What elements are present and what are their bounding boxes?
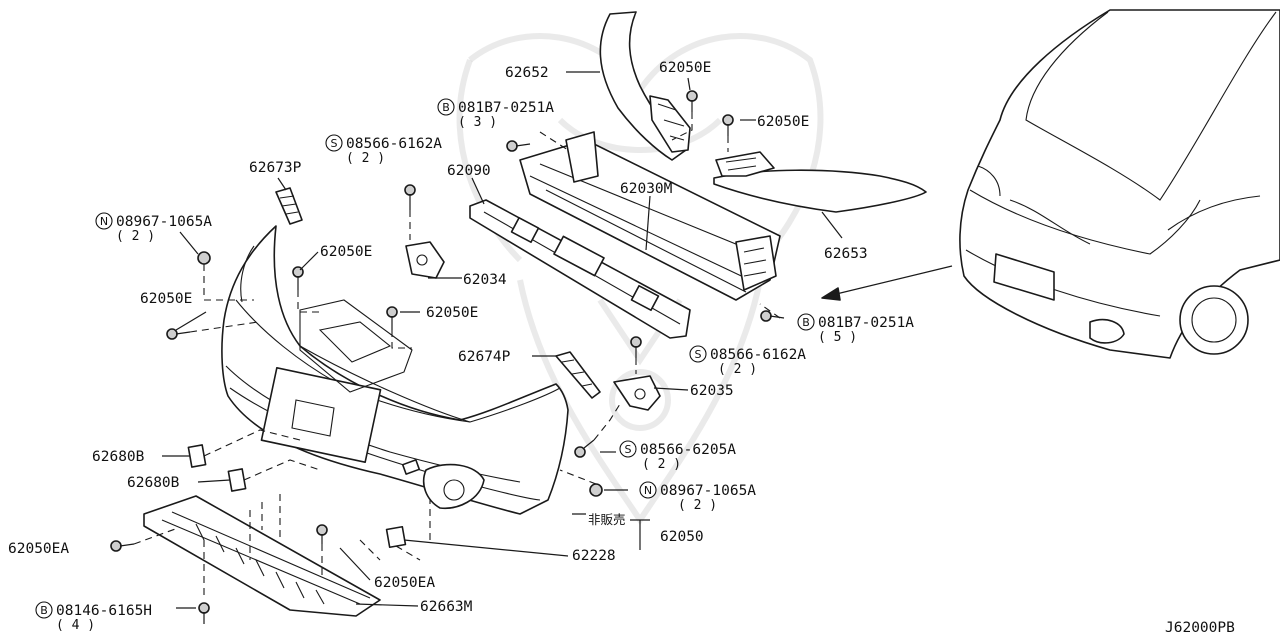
under-cover-62663M <box>143 495 381 617</box>
part-labels: 62652 62050E 62050E 081B7-0251A ( 3 ) 08… <box>8 60 1235 636</box>
part-label-08967-1065A: 08967-1065A <box>660 483 756 499</box>
front-bumper-fascia <box>221 225 569 515</box>
bolt-prefix-symbol: B <box>802 316 810 329</box>
quantity-label: ( 2 ) <box>718 362 757 377</box>
part-label-62680B: 62680B <box>127 475 180 491</box>
nut-prefix-symbol: N <box>644 484 652 497</box>
part-label-62035: 62035 <box>690 383 734 399</box>
bracket-62035 <box>613 375 661 411</box>
quantity-label: ( 5 ) <box>818 330 857 345</box>
part-label-081B7-0251A: 081B7-0251A <box>458 100 554 116</box>
cover-62228 <box>385 525 407 549</box>
assembly-guides <box>133 112 781 600</box>
part-label-62090: 62090 <box>447 163 491 179</box>
not-for-sale-label: 非販売 <box>588 512 626 527</box>
upper-trim-62652 <box>599 11 691 161</box>
part-label-62050E: 62050E <box>140 291 192 307</box>
part-label-62030M: 62030M <box>620 181 673 197</box>
clip-62680B-a <box>187 444 207 468</box>
quantity-label: ( 2 ) <box>678 498 717 513</box>
part-label-08566-6205A: 08566-6205A <box>640 442 736 458</box>
part-label-62674P: 62674P <box>458 349 511 365</box>
part-label-62653: 62653 <box>824 246 868 262</box>
part-label-081B7-0251A: 081B7-0251A <box>818 315 914 331</box>
quantity-label: ( 2 ) <box>116 229 155 244</box>
fasteners <box>110 90 785 624</box>
grille-62674P <box>555 351 601 399</box>
grille-62673P <box>275 187 303 225</box>
energy-absorber-62090 <box>469 199 691 339</box>
bracket-62034 <box>405 241 445 279</box>
lower-trim-62653 <box>713 151 927 213</box>
quantity-label: ( 2 ) <box>346 151 385 166</box>
leader-lines <box>162 71 843 609</box>
part-label-62050EA: 62050EA <box>8 541 69 557</box>
vehicle-outline <box>821 9 1280 359</box>
screw-prefix-symbol: S <box>695 348 702 361</box>
quantity-label: ( 3 ) <box>458 115 497 130</box>
part-label-62228: 62228 <box>572 548 616 564</box>
screw-prefix-symbol: S <box>625 443 632 456</box>
prefix-symbols: B S N B S S N B <box>35 98 815 619</box>
quantity-label: ( 2 ) <box>642 457 681 472</box>
part-label-62050E: 62050E <box>320 244 372 260</box>
part-label-62034: 62034 <box>463 272 507 288</box>
part-label-62050E: 62050E <box>659 60 711 76</box>
part-label-62050: 62050 <box>660 529 704 545</box>
part-label-08967-1065A: 08967-1065A <box>116 214 212 230</box>
bolt-prefix-symbol: B <box>40 604 48 617</box>
nut-prefix-symbol: N <box>100 215 108 228</box>
part-label-62673P: 62673P <box>249 160 302 176</box>
screw-prefix-symbol: S <box>331 137 338 150</box>
part-label-62050EA: 62050EA <box>374 575 435 591</box>
bumper-reinforcement-62030M <box>519 131 781 301</box>
diagram-code: J62000PB <box>1165 620 1235 636</box>
part-label-62663M: 62663M <box>420 599 473 615</box>
part-label-62050E: 62050E <box>757 114 809 130</box>
part-label-62050E: 62050E <box>426 305 478 321</box>
part-label-62652: 62652 <box>505 65 549 81</box>
part-label-08566-6162A: 08566-6162A <box>710 347 806 363</box>
part-label-08146-6165H: 08146-6165H <box>56 603 152 619</box>
bolt-prefix-symbol: B <box>442 101 450 114</box>
quantity-label: ( 4 ) <box>56 618 95 633</box>
part-label-62680B: 62680B <box>92 449 145 465</box>
clip-62680B-b <box>227 468 247 492</box>
part-label-08566-6162A: 08566-6162A <box>346 136 442 152</box>
